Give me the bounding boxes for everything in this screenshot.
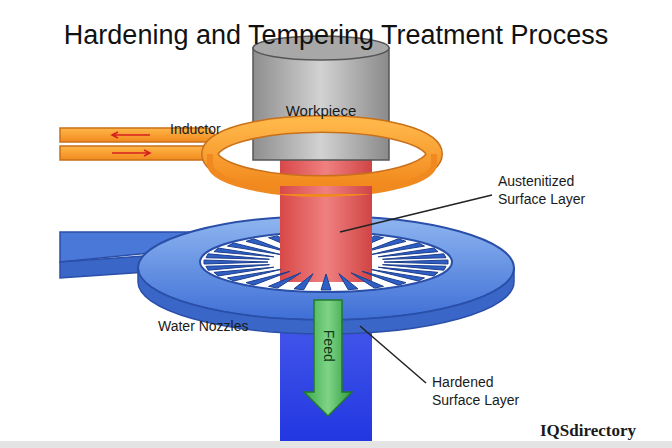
leader-line xyxy=(340,195,492,232)
nozzle xyxy=(206,265,270,271)
feed-arrow xyxy=(304,300,352,416)
part-label: Inductor xyxy=(170,121,221,139)
nozzle xyxy=(294,274,313,290)
nozzle xyxy=(351,273,383,288)
part-label: Hardened Surface Layer xyxy=(432,374,542,409)
leader-line xyxy=(360,326,426,383)
nozzle xyxy=(339,274,358,290)
nozzle xyxy=(204,260,268,264)
nozzle xyxy=(383,254,447,260)
current-arrow xyxy=(112,150,150,156)
watermark: IQSdirectory xyxy=(540,420,636,441)
nozzle xyxy=(384,260,448,264)
bottom-strip xyxy=(0,441,672,448)
feed-label: Feed xyxy=(319,330,337,362)
workpiece-label-box: Workpiece xyxy=(253,90,389,130)
inductor-ring-edge xyxy=(210,124,434,184)
inductor-ring-side xyxy=(210,154,434,194)
inductor-ring xyxy=(210,124,434,184)
part-label: Water Nozzles xyxy=(158,318,249,336)
nozzle xyxy=(371,269,424,281)
nozzle xyxy=(321,274,331,290)
austenitized-band xyxy=(280,186,372,194)
diagram-title: Hardening and Tempering Treatment Proces… xyxy=(0,20,672,51)
current-arrow xyxy=(112,132,150,138)
node-text: Workpiece xyxy=(286,102,357,119)
water-nozzles-front xyxy=(206,265,446,290)
nozzle xyxy=(227,243,280,255)
inductor-lead-lower xyxy=(60,146,222,160)
part-label: Austenitized Surface Layer xyxy=(498,173,608,208)
workpiece-body xyxy=(253,48,389,160)
